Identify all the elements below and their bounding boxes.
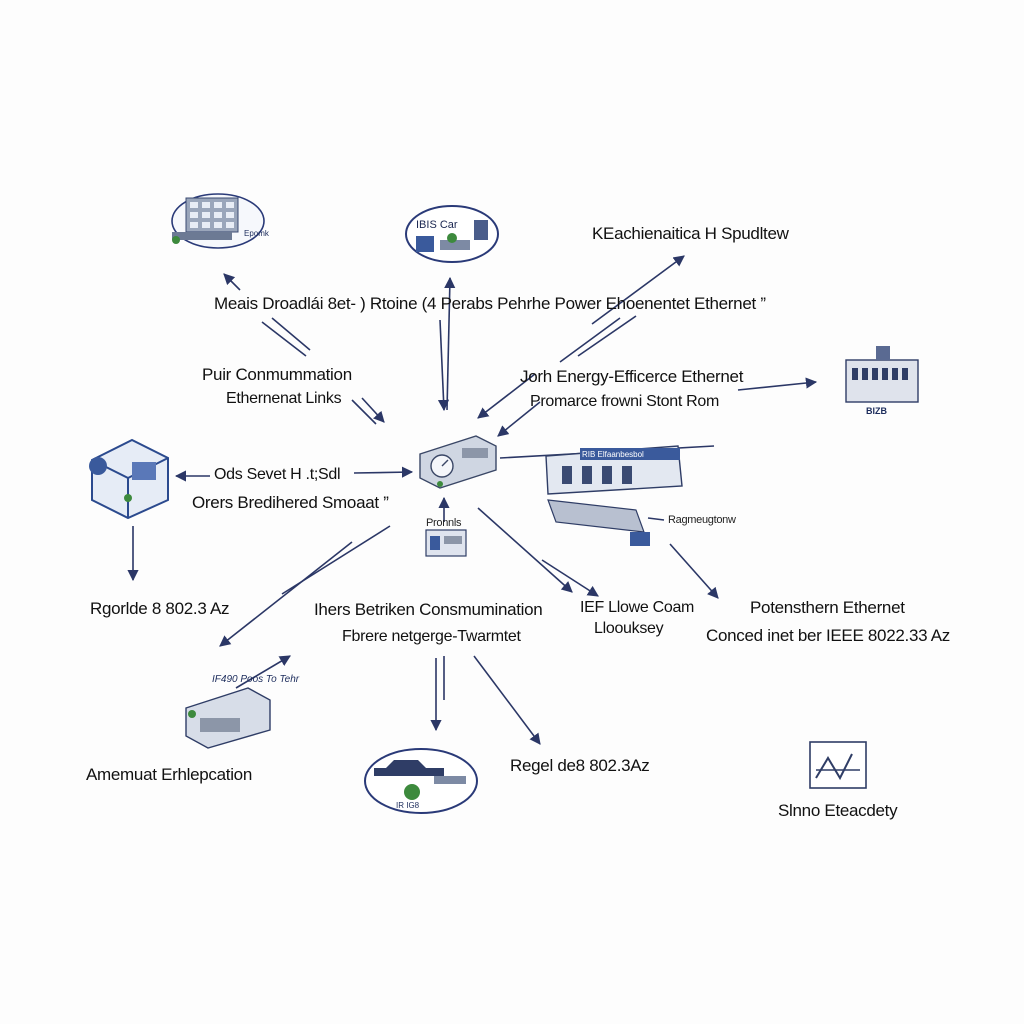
top-right-label: KEachienaitica H Spudltew — [592, 224, 789, 243]
bottom-center-icon-caption: IR IG8 — [396, 801, 420, 810]
orers-label: Orers Bredihered Smoaat ” — [192, 493, 389, 512]
hub-small-label: Pronnls — [426, 517, 462, 529]
small-device-icon — [425, 529, 467, 557]
arrow-to-right-building — [737, 377, 818, 391]
ieee-8022-label: Conced inet ber IEEE 8022.33 Az — [706, 626, 950, 645]
bottom-left-equipment-icon: IF490 Poos To Tehr — [185, 674, 300, 749]
arrow-to-top-left-icon — [223, 273, 241, 291]
factory-small-label: Ragmeugtonw — [668, 514, 736, 526]
left-machine-icon — [89, 438, 169, 520]
top-center-car-icon: IBIS Car — [405, 205, 499, 263]
promarce-label: Promarce frowni Stont Rom — [530, 393, 720, 410]
top-left-icon-caption: Epomk — [244, 229, 270, 238]
arrow-odds-to-hub — [353, 466, 414, 478]
pair-consumption-label: Puir Conmummation — [202, 365, 352, 384]
arrow-to-bottom-left-icon — [235, 655, 291, 689]
right-building-caption: BIZB — [866, 406, 887, 416]
top-center-icon-caption: IBIS Car — [416, 219, 458, 231]
left-802-label: Rgorlde 8 802.3 Az — [90, 599, 230, 618]
ief-label: IEF Llowe Coam — [580, 599, 695, 616]
bottom-left-sign: IF490 Poos To Tehr — [212, 674, 300, 685]
bottom-left-label: Amemuat Erhlepcation — [86, 765, 252, 784]
connector-line — [647, 517, 665, 521]
connector-line — [261, 321, 307, 357]
arrow-to-bottom-center — [473, 655, 541, 745]
connector-line — [271, 317, 311, 351]
potensthern-label: Potensthern Ethernet — [750, 598, 905, 617]
energy-efficient-label: Jorh Energy-Efficerce Ethernet — [520, 367, 744, 386]
top-left-building-icon: Epomk — [171, 193, 270, 249]
odds-label: Ods Sevet H .t;Sdl — [214, 466, 341, 483]
right-building-icon: BIZB — [845, 346, 919, 416]
lloouksey-label: Lloouksey — [594, 620, 664, 637]
top-caption: Meais Droadlái 8et- ) Rtoine (4 Perabs P… — [214, 294, 766, 313]
center-consumption-label: Ihers Betriken Consmumination — [314, 600, 543, 619]
arrow-to-hub-from-energy-2 — [497, 401, 541, 437]
connector-line — [281, 525, 391, 595]
central-hub-device-icon — [419, 435, 497, 489]
bottom-center-label: Regel de8 802.3Az — [510, 756, 650, 775]
connector-line — [351, 399, 377, 425]
arrow-pair-to-hub — [361, 397, 385, 423]
arrow-to-top-center-icon — [444, 276, 456, 411]
center-twarmtet-label: Fbrere netgerge-Twarmtet — [342, 628, 521, 645]
arrow-down-center — [437, 319, 450, 412]
arrow-to-lower-left — [219, 541, 353, 647]
connector-line — [559, 317, 621, 363]
bottom-right-label: Slnno Eteacdety — [778, 801, 898, 820]
arrow-hub-to-ief — [477, 507, 573, 593]
arrow-to-potensthern — [669, 543, 719, 599]
bottom-right-chart-icon — [809, 741, 867, 789]
arrow-to-hub-from-energy — [477, 373, 536, 419]
bottom-center-car-icon: IR IG8 — [364, 748, 478, 814]
factory-server-icon: RIB Elfaanbesbol — [545, 445, 683, 546]
factory-sign: RIB Elfaanbesbol — [582, 450, 644, 459]
connector-line — [577, 315, 637, 357]
arrow-to-top-right — [591, 255, 685, 325]
arrow-hub-to-ief-2 — [541, 559, 599, 597]
ethernet-links-label: Ethernenat Links — [226, 390, 342, 407]
